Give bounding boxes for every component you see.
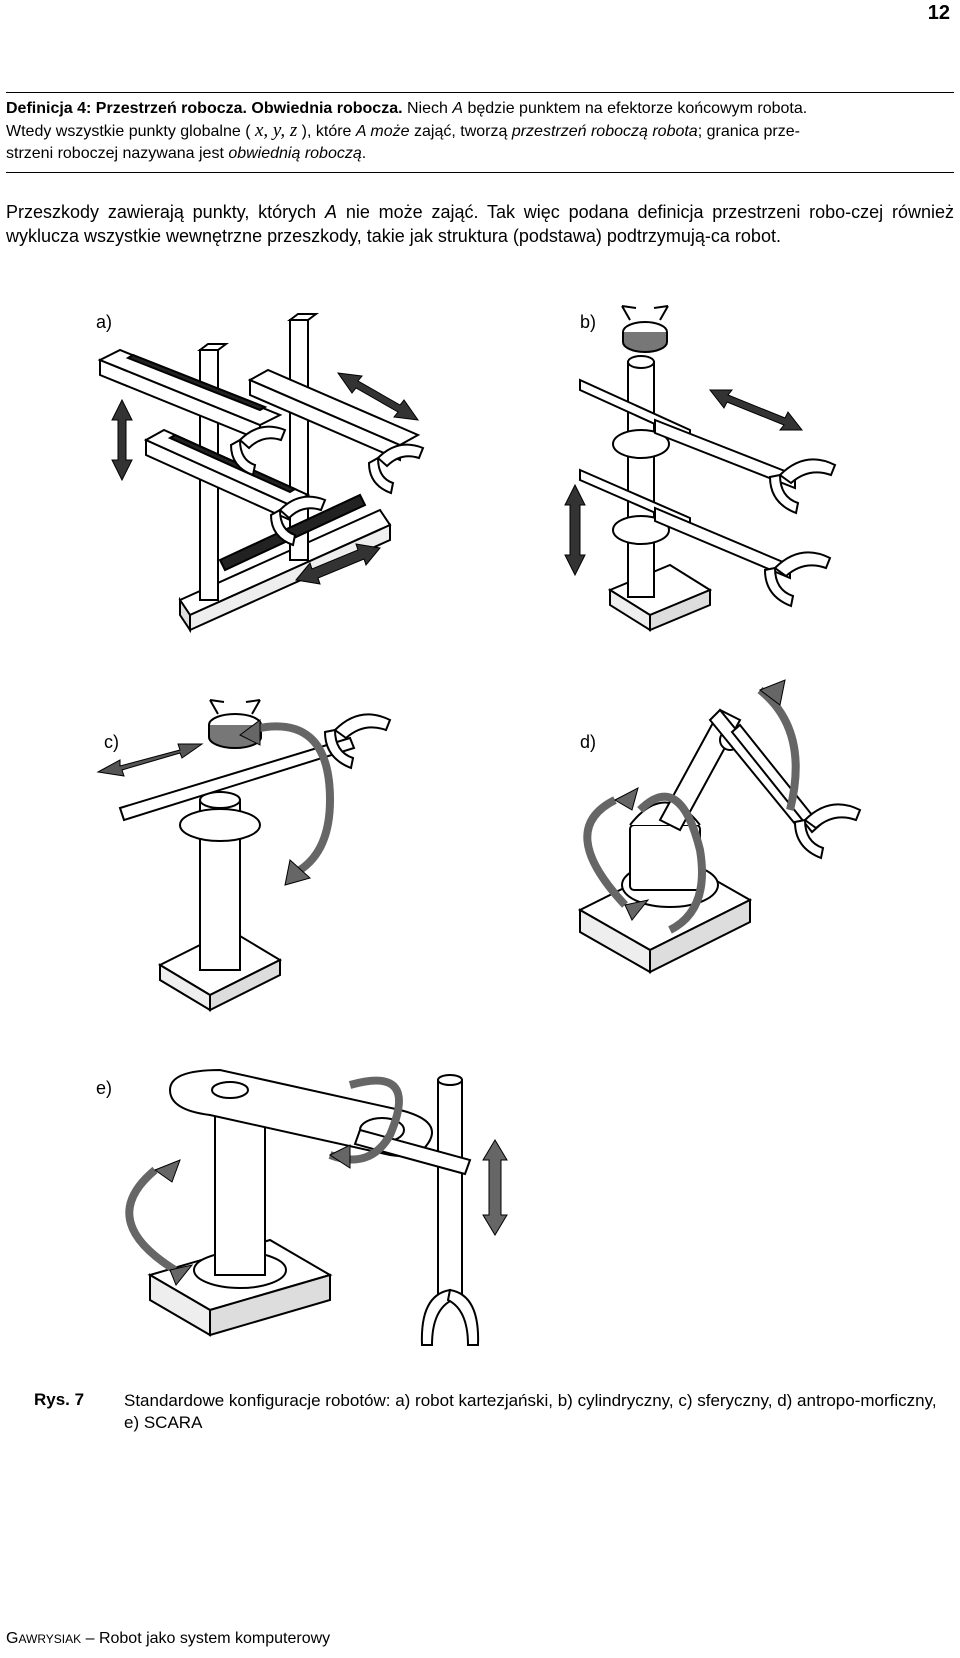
definition-text: strzeni roboczej nazywana jest bbox=[6, 145, 229, 162]
cylindrical-robot-figure bbox=[564, 305, 837, 632]
gripper-icon bbox=[793, 803, 862, 860]
gripper-icon bbox=[269, 495, 327, 547]
page-number: 12 bbox=[927, 2, 950, 24]
arrow-head bbox=[169, 1264, 194, 1286]
definition-text: Niech bbox=[402, 100, 453, 117]
double-arrow-icon bbox=[96, 743, 204, 777]
definition-text: ; granica prze- bbox=[697, 123, 800, 140]
definition-line-3: strzeni roboczej nazywana jest obwiednią… bbox=[6, 143, 954, 165]
rotation-arrow-icon bbox=[583, 686, 800, 934]
definition-top-rule bbox=[6, 92, 954, 93]
definition-bottom-rule bbox=[6, 172, 954, 173]
gripper-icon bbox=[420, 1288, 480, 1346]
var-a: A bbox=[355, 123, 366, 140]
rotation-arrow-icon bbox=[621, 305, 669, 353]
gripper-icon bbox=[229, 425, 287, 477]
cartesian-robot-figure bbox=[97, 313, 425, 634]
arrow-head bbox=[624, 899, 650, 921]
double-arrow-icon bbox=[482, 1139, 508, 1236]
scara-robot-figure bbox=[125, 1068, 508, 1346]
definition-line-2: Wtedy wszystkie punkty globalne ( x, y, … bbox=[6, 120, 954, 143]
gripper-icon bbox=[763, 551, 832, 608]
figure-label-a: a) bbox=[96, 312, 113, 332]
anthropomorphic-robot-figure bbox=[577, 679, 862, 974]
arrow-head bbox=[328, 1144, 351, 1169]
coordinates: x, y, z bbox=[255, 120, 298, 141]
paragraph-text: Przeszkody zawierają punkty, których bbox=[6, 202, 325, 222]
envelope-term: obwiednią roboczą bbox=[228, 145, 362, 162]
page-footer: GAWRYSIAK – Robot jako system komputerow… bbox=[6, 1630, 330, 1648]
gripper-icon bbox=[367, 443, 425, 495]
definition-text: może bbox=[365, 123, 410, 140]
arrow-head bbox=[239, 719, 261, 746]
double-arrow-icon bbox=[564, 483, 586, 577]
definition-text: będzie punktem na efektorze końcowym rob… bbox=[463, 100, 808, 117]
double-arrow-icon bbox=[111, 398, 133, 482]
definition-line-1: Definicja 4: Przestrzeń robocza. Obwiedn… bbox=[6, 98, 954, 120]
body-paragraph: Przeszkody zawierają punkty, których A n… bbox=[6, 200, 954, 248]
caption-text: Standardowe konfiguracje robotów: a) rob… bbox=[124, 1391, 937, 1432]
var-a: A bbox=[452, 100, 464, 117]
definition-heading: Definicja 4: Przestrzeń robocza. Obwiedn… bbox=[6, 100, 403, 117]
figure-label-e: e) bbox=[96, 1078, 113, 1098]
caption-label: Rys. 7 bbox=[34, 1390, 85, 1409]
definition-text: zająć, tworzą bbox=[409, 123, 512, 140]
definition-text: . bbox=[361, 145, 367, 162]
arrow-head bbox=[613, 787, 639, 811]
rotation-arrow-icon bbox=[249, 722, 335, 874]
footer-author-initial: G bbox=[6, 1630, 19, 1647]
arrow-head bbox=[758, 679, 786, 706]
footer-separator: – bbox=[81, 1630, 99, 1647]
figure-label-c: c) bbox=[104, 732, 119, 752]
arrow-head bbox=[284, 859, 312, 886]
gripper-icon bbox=[323, 713, 392, 770]
double-arrow-icon bbox=[708, 389, 804, 431]
figure-label-d: d) bbox=[580, 732, 597, 752]
double-arrow-icon bbox=[295, 543, 381, 585]
footer-author-rest: AWRYSIAK bbox=[18, 1632, 82, 1646]
gripper-icon bbox=[768, 458, 837, 515]
rotation-arrow-icon bbox=[125, 1076, 403, 1274]
figure-label-b: b) bbox=[580, 312, 597, 332]
var-a: A bbox=[325, 202, 338, 222]
footer-title: Robot jako system komputerowy bbox=[98, 1630, 331, 1647]
definition-box: Definicja 4: Przestrzeń robocza. Obwiedn… bbox=[6, 98, 954, 165]
definition-text: Wtedy wszystkie punkty globalne ( bbox=[6, 123, 255, 140]
spherical-robot-figure bbox=[96, 699, 392, 1012]
arrow-head bbox=[153, 1159, 181, 1183]
double-arrow-icon bbox=[336, 372, 420, 421]
definition-text: ), które bbox=[297, 123, 356, 140]
workspace-term: przestrzeń roboczą robota bbox=[511, 123, 698, 140]
paragraph-text: nie może zająć. Tak więc podana definicj… bbox=[6, 202, 954, 246]
